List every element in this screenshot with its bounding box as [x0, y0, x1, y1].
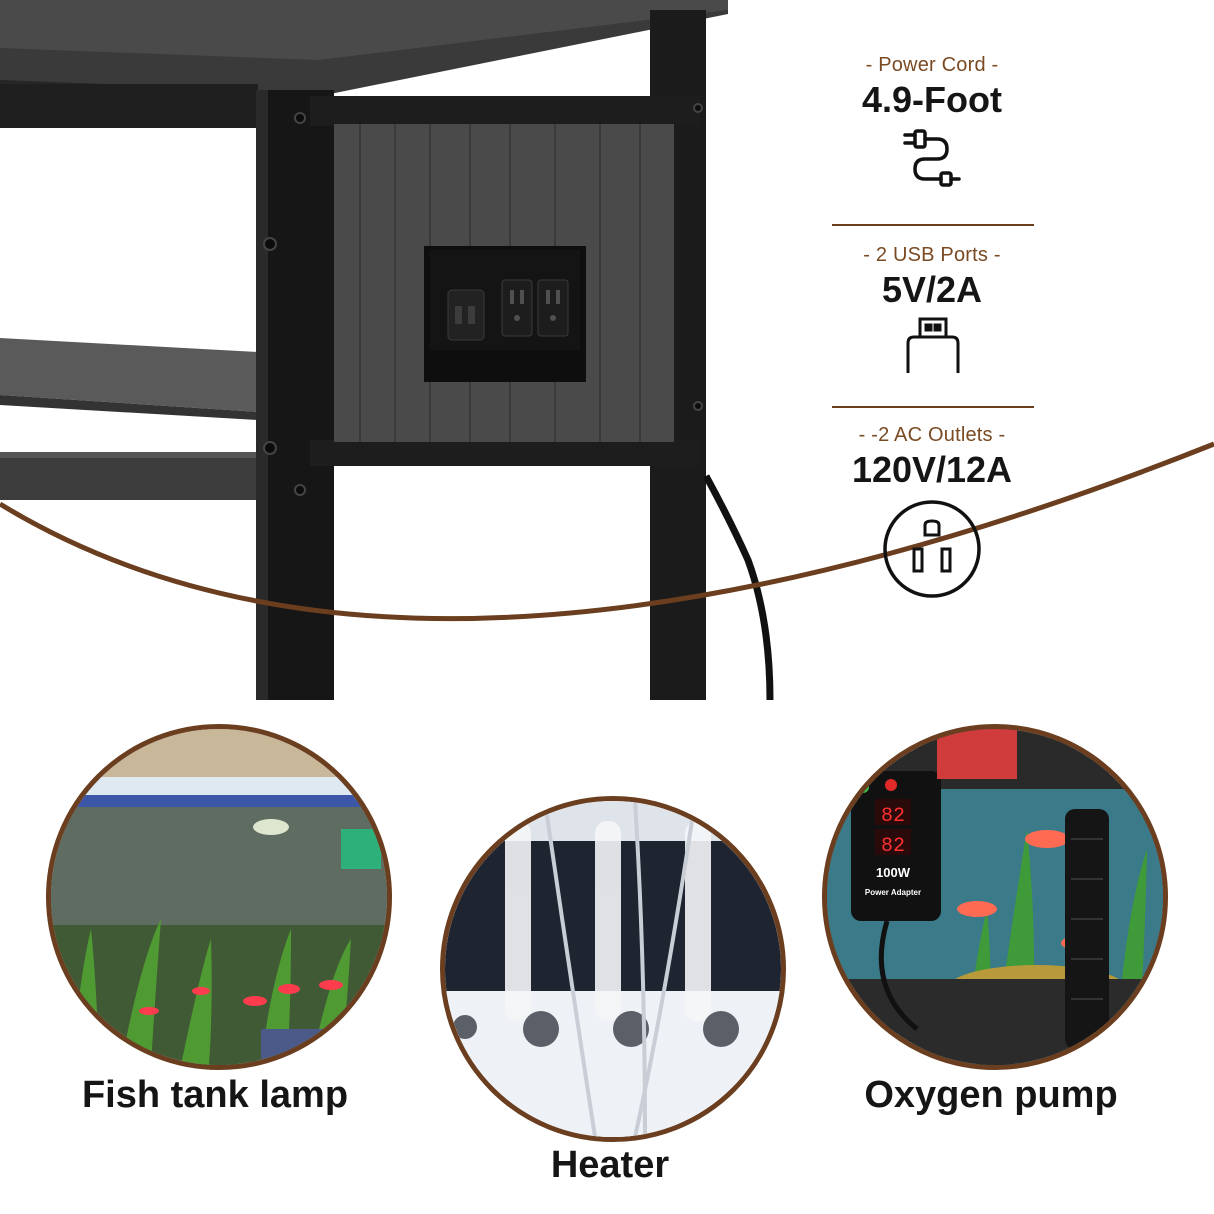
use-label-heater: Heater [550, 1144, 670, 1186]
controller-wattage: 100W [876, 865, 911, 880]
spec-usb: - 2 USB Ports - 5V/2A [822, 244, 1042, 382]
spec-value: 4.9-Foot [862, 79, 1002, 120]
oxygen-pump-photo: 82 82 100W Power Adapter [822, 724, 1168, 1070]
table-illustration [0, 0, 774, 700]
ac-outlet-icon [883, 500, 981, 598]
use-label-fish-tank-lamp: Fish tank lamp [81, 1074, 349, 1116]
spec-value: 5V/2A [881, 269, 983, 310]
heater-photo [440, 796, 786, 1142]
controller-reading-bottom: 82 [881, 835, 905, 858]
spec-value: 120V/12A [851, 449, 1013, 490]
spec-caption: - Power Cord - [865, 54, 999, 76]
controller-adapter-label: Power Adapter [865, 888, 921, 897]
fish-tank-lamp-photo [46, 724, 392, 1070]
aquarium-heater-illustration: 82 82 100W Power Adapter [827, 729, 1163, 1065]
usb-icon [906, 317, 960, 373]
fish-tank-illustration [51, 729, 387, 1065]
controller-reading-top: 82 [881, 805, 905, 828]
power-cord-icon [903, 129, 961, 187]
spec-caption: - 2 USB Ports - [863, 244, 1001, 266]
spec-divider [832, 224, 1034, 226]
spec-divider [832, 406, 1034, 408]
spec-caption: - -2 AC Outlets - [858, 424, 1006, 446]
use-label-oxygen-pump: Oxygen pump [864, 1074, 1118, 1116]
product-hero [0, 0, 774, 700]
spec-power-cord: - Power Cord - 4.9-Foot [822, 54, 1042, 200]
air-stone-illustration [445, 801, 781, 1137]
decorative-arc [0, 441, 1214, 621]
spec-ac-outlet: - -2 AC Outlets - 120V/12A [822, 424, 1042, 606]
